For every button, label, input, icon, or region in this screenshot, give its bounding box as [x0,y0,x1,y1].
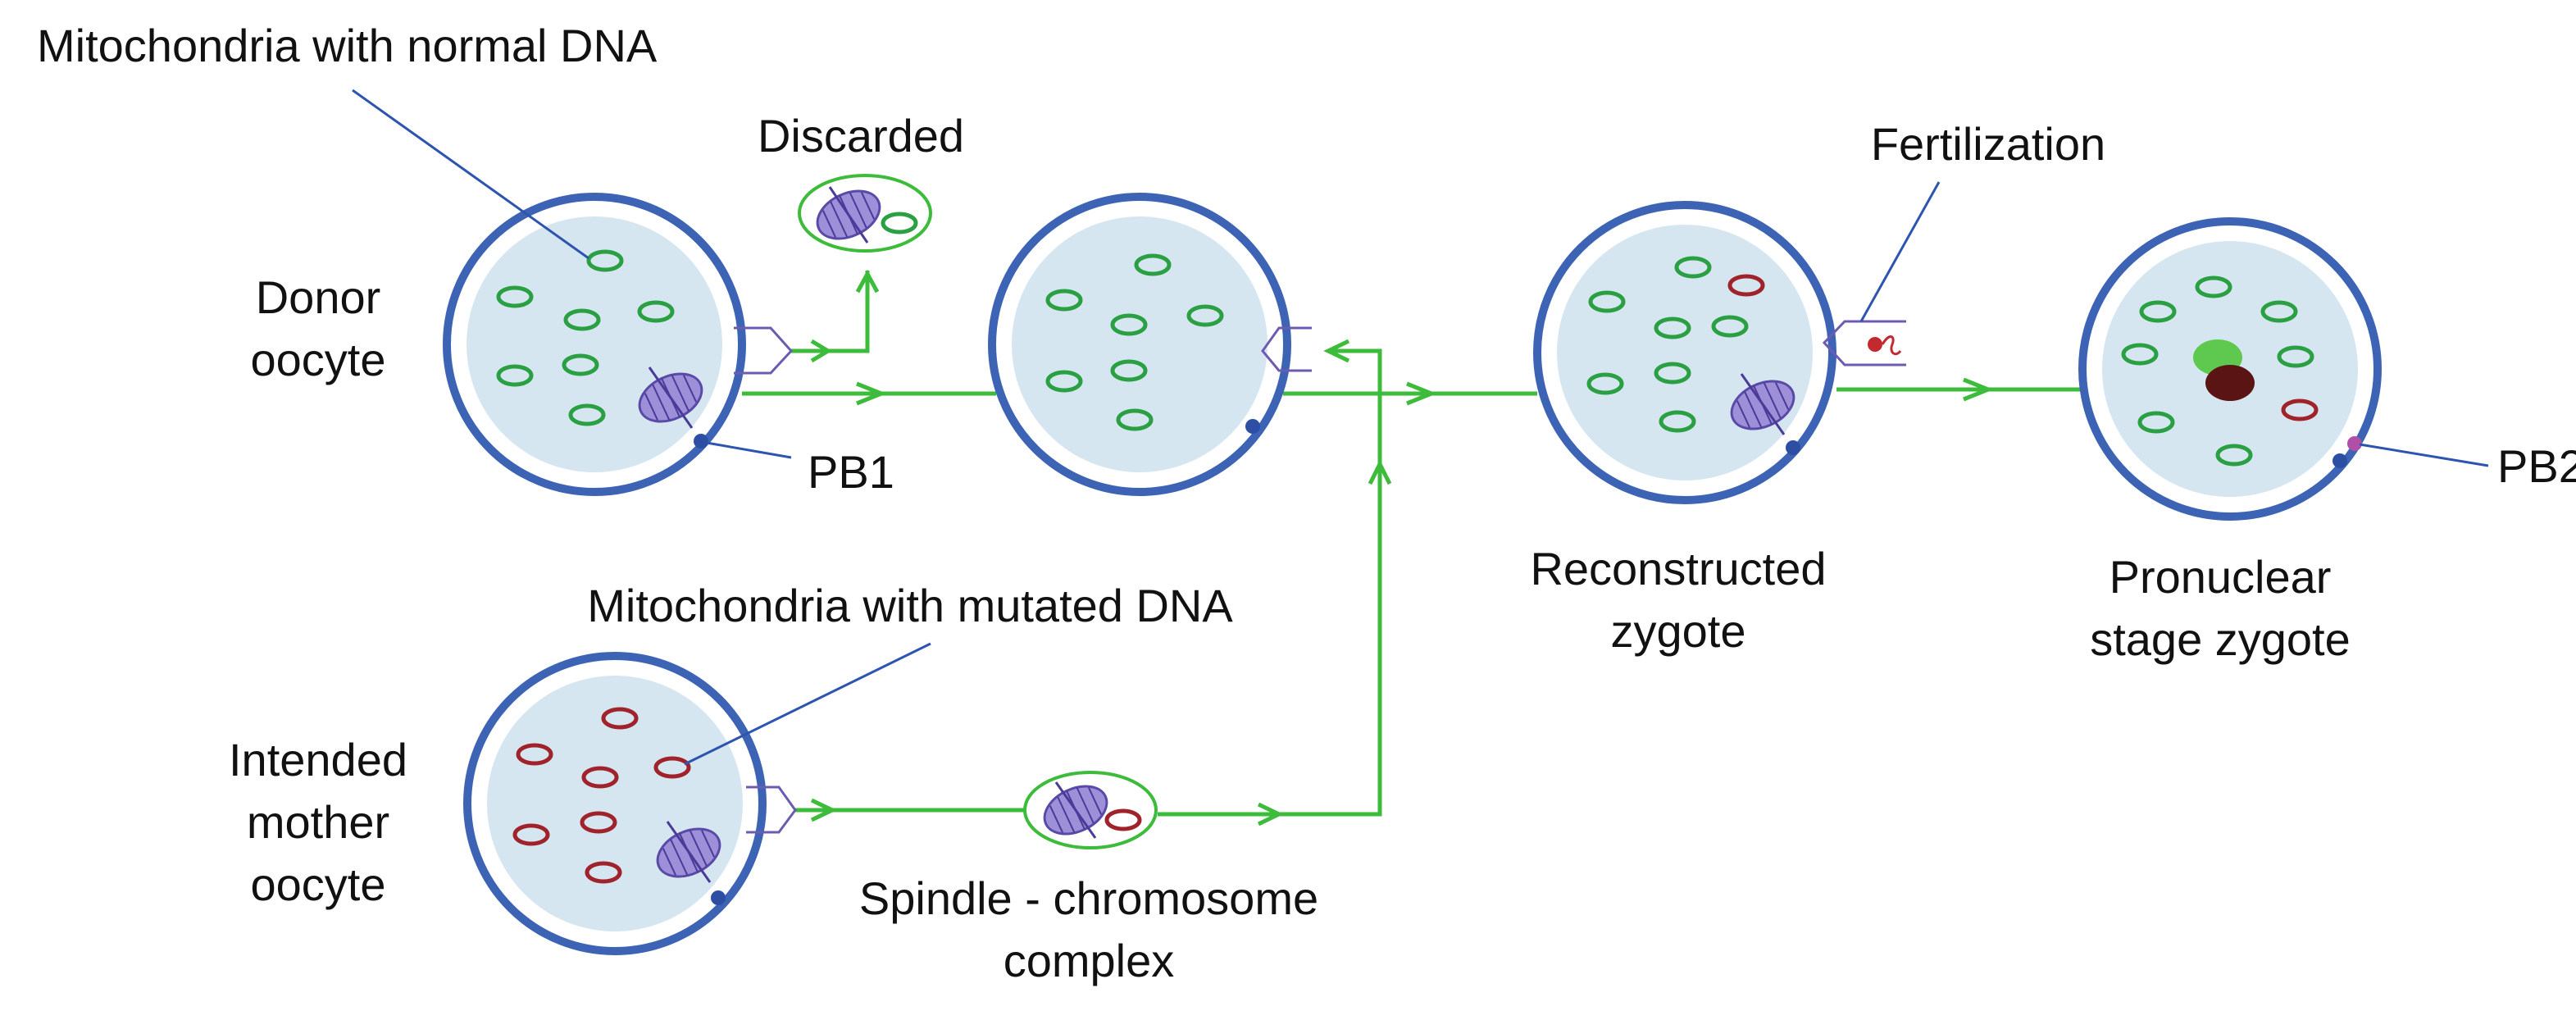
pb2-polar-body [2347,436,2362,451]
mitochondrion-mutated [1727,274,1765,297]
enucleated-donor-oocyte [988,193,1291,496]
leader-pb2 [2359,443,2489,467]
label-pronuclear-line1: Pronuclear [2109,551,2332,603]
arrowhead [856,381,887,406]
leader-pb1 [706,441,792,459]
mitochondrion-mutated [2281,398,2319,421]
label-mito-normal: Mitochondria with normal DNA [37,20,658,71]
discarded-karyoplast [798,174,932,253]
polar-body [1786,440,1800,455]
arrowhead [855,269,880,294]
arrowhead [1963,377,1994,402]
arrowhead [1406,381,1437,406]
normal-mitochondria-group [2121,275,2314,467]
arrow-spindle-to-enucleated [1158,348,1382,817]
flow-arrows [742,269,2082,826]
label-mito-mutated: Mitochondria with mutated DNA [587,580,1233,631]
arrowhead [810,339,832,363]
label-donor-line2: oocyte [251,334,386,385]
reconstructed-zygote [1533,201,1836,504]
polar-body [711,890,726,905]
male-pronucleus [2205,365,2255,401]
label-fertilization: Fertilization [1871,118,2105,170]
polar-body [1245,419,1260,434]
normal-mitochondria-group [1586,256,1749,433]
spindle-chromosome-complex [1023,771,1158,849]
label-reconstructed-line1: Reconstructed [1530,543,1826,594]
spindle-axis [648,367,694,429]
sperm-icon [1868,335,1902,356]
spindle-axis [1740,373,1786,435]
label-spindle-line2: complex [1004,935,1175,986]
mitochondrion-normal [881,212,918,235]
label-mother-line1: Intended [229,734,407,785]
label-mother-line3: oocyte [251,858,386,910]
arrowhead [1257,802,1284,826]
spindle-axis [1054,781,1097,839]
leader-mito-mutated [684,642,931,766]
label-donor-line1: Donor [256,271,381,323]
mutated-mitochondria-group [512,707,691,884]
spindle-axis [828,186,869,244]
donor-oocyte [443,193,746,496]
leader-fertilization [1859,181,1941,322]
pb1-polar-body [694,434,708,449]
leader-lines [352,89,2489,766]
label-discarded: Discarded [758,110,964,162]
spindle-axis [666,821,712,883]
label-pb2: PB2 [2497,440,2576,492]
normal-mitochondria-group [496,249,675,426]
label-reconstructed-line2: zygote [1611,605,1746,657]
micropipette-icon [1822,320,1906,367]
micropipette-icon [1261,326,1312,372]
arrowhead [810,798,837,822]
arrowhead [1368,459,1392,485]
mitochondrion-mutated [1104,808,1142,831]
pb1-polar-body [2333,453,2347,468]
intended-mother-oocyte [463,652,767,955]
pronuclear-stage-zygote [2078,217,2382,521]
label-pronuclear-line2: stage zygote [2090,613,2351,665]
micropipette-icon [734,326,794,375]
label-mother-line2: mother [247,796,389,848]
label-spindle-line1: Spindle - chromosome [859,872,1318,924]
leader-mito-normal [352,89,589,260]
label-pb1: PB1 [808,446,894,498]
arrow-to-discarded [791,271,870,353]
arrowhead [1323,339,1350,363]
micropipette-icon [746,785,797,834]
normal-mitochondria-group [1045,253,1224,431]
